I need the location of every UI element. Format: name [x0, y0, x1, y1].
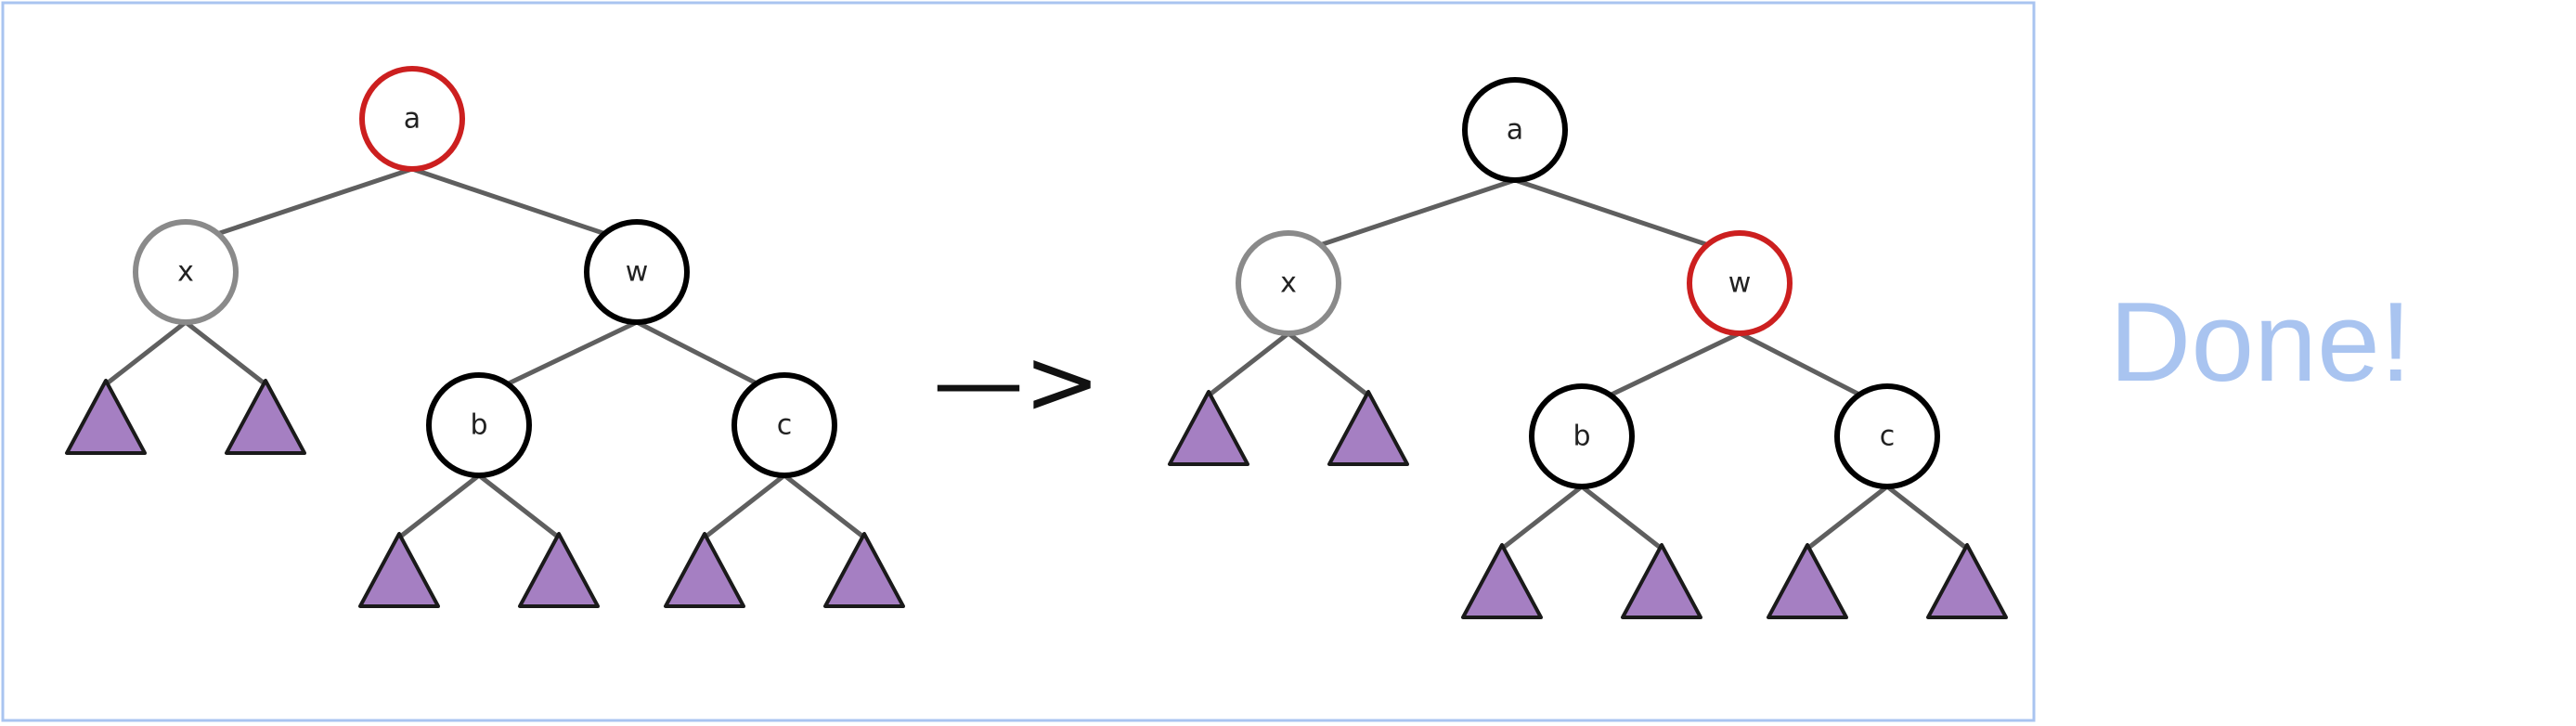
after-edge-0-2: [1512, 177, 1742, 258]
after-subtree-edge: [1884, 484, 1970, 551]
status-label: Done!: [2109, 279, 2412, 405]
before-node-label-c: c: [777, 409, 793, 442]
triangle-icon: [225, 379, 306, 455]
after-subtree-edge: [1206, 331, 1291, 398]
after-subtree-edge: [1805, 484, 1890, 551]
transition-arrow: —>: [933, 330, 1100, 435]
triangle-icon: [65, 379, 147, 455]
after-subtree-edge: [1286, 331, 1371, 398]
before-subtree-edge: [702, 473, 787, 540]
before-node-x: [133, 219, 239, 325]
triangle-icon: [1767, 543, 1848, 619]
after-node-label-c: c: [1880, 421, 1896, 453]
triangle-icon: [1621, 543, 1702, 619]
before-node-w: [584, 219, 690, 325]
triangle-icon: [358, 532, 440, 608]
before-node-label-b: b: [470, 409, 487, 442]
triangle-icon: [1461, 543, 1543, 619]
before-subtree-edge: [103, 319, 188, 387]
before-node-a: [359, 66, 465, 172]
after-subtree-edge: [1499, 484, 1585, 551]
before-node-label-x: x: [177, 256, 194, 289]
before-edge-0-2: [409, 166, 640, 247]
after-node-label-a: a: [1507, 114, 1523, 147]
triangle-icon: [518, 532, 600, 608]
tree-after: a x w b c: [1168, 77, 2008, 619]
before-node-b: [426, 372, 532, 478]
after-node-a: [1462, 77, 1568, 183]
before-node-label-a: a: [404, 103, 421, 136]
before-node-label-w: w: [626, 256, 649, 289]
triangle-icon: [664, 532, 745, 608]
after-node-c: [1834, 383, 1940, 489]
diagram-frame: [1, 1, 2036, 722]
after-node-label-x: x: [1280, 267, 1297, 300]
before-subtree-edge: [396, 473, 482, 540]
before-node-c: [731, 372, 837, 478]
before-subtree-edge: [782, 473, 867, 540]
after-node-b: [1529, 383, 1635, 489]
triangle-icon: [1926, 543, 2008, 619]
after-node-label-b: b: [1573, 421, 1590, 453]
triangle-icon: [823, 532, 905, 608]
tree-before: a x w b c: [65, 66, 905, 608]
after-node-w: [1687, 230, 1793, 336]
after-edge-0-1: [1286, 177, 1518, 258]
before-subtree-edge: [183, 319, 268, 387]
after-subtree-edge: [1579, 484, 1664, 551]
before-subtree-edge: [476, 473, 562, 540]
before-edge-0-1: [183, 166, 415, 247]
triangle-icon: [1168, 390, 1249, 466]
triangle-icon: [1327, 390, 1409, 466]
after-node-label-w: w: [1728, 267, 1752, 300]
after-node-x: [1236, 230, 1341, 336]
